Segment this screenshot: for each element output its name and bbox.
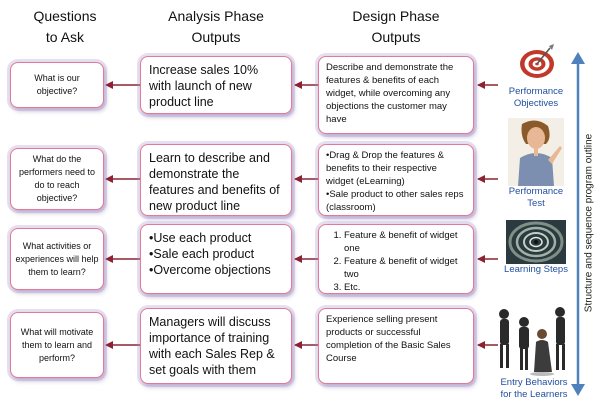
design-item-3-3: Etc. [344,281,466,294]
label-test-line2: Test [527,198,545,209]
header-questions-line1: Questions [33,8,97,24]
design-box-1: Describe and demonstrate the features & … [318,56,474,134]
design-box-3: Feature & benefit of widget one Feature … [318,224,474,294]
design-item-2-1: •Drag & Drop the features & benefits to … [326,150,444,187]
people-group-photo [499,307,565,376]
question-box-1: What is our objective? [10,62,104,108]
analysis-item-3-2: •Sale each product [149,247,255,261]
analysis-item-3-1: •Use each product [149,231,252,245]
design-item-3-2: Feature & benefit of widget two [344,255,466,281]
design-item-3-1: Feature & benefit of widget one [344,229,466,255]
question-box-3: What activities or experiences will help… [10,228,104,290]
analysis-list-3: •Use each product •Sale each product •Ov… [149,230,283,278]
question-box-4: What will motivate them to learn and per… [10,312,104,378]
woman-pointing-photo [508,118,564,186]
analysis-item-3-3: •Overcome objections [149,263,271,277]
label-performance-objectives: Performance Objectives [494,86,578,110]
label-performance-test: Performance Test [494,186,578,210]
outline-vertical-arrow [571,52,585,396]
vertical-outline-text: Structure and sequence program outline [583,133,595,313]
label-objectives-line1: Performance [508,86,564,97]
analysis-text-2: Learn to describe and demonstrate the fe… [149,151,280,213]
label-test-line1: Performance [508,186,564,197]
target-icon [520,44,554,78]
design-box-4: Experience selling present products or s… [318,308,474,384]
question-box-2: What do the performers need to do to rea… [10,148,104,210]
label-steps-line1: Learning Steps [504,264,568,275]
header-questions: Questions to Ask [10,6,120,48]
design-box-2: •Drag & Drop the features & benefits to … [318,144,474,216]
design-list-3: Feature & benefit of widget one Feature … [326,229,466,294]
question-text-3: What activities or experiences will help… [15,240,99,277]
header-design-line2: Outputs [371,29,421,45]
vertical-outline-label: Structure and sequence program outline [578,58,600,388]
question-text-1: What is our objective? [34,73,80,96]
label-entry-line1: Entry Behaviors [500,377,568,388]
analysis-box-1: Increase sales 10% with launch of new pr… [140,56,292,114]
header-analysis: Analysis Phase Outputs [140,6,292,48]
label-entry-line2: for the Learners [500,389,568,400]
design-text-4: Experience selling present products or s… [326,314,451,364]
design-item-2-2: •Sale product to other sales reps (class… [326,189,464,213]
analysis-box-4: Managers will discuss importance of trai… [140,308,292,384]
analysis-box-3: •Use each product •Sale each product •Ov… [140,224,292,294]
header-questions-line2: to Ask [45,29,85,45]
analysis-text-1: Increase sales 10% with launch of new pr… [149,63,259,109]
question-text-4: What will motivate them to learn and per… [20,326,94,363]
spiral-staircase-photo [506,220,566,264]
label-objectives-line2: Objectives [513,98,559,109]
label-entry-behaviors: Entry Behaviors for the Learners [488,377,580,401]
header-analysis-line1: Analysis Phase [168,8,264,24]
design-text-1: Describe and demonstrate the features & … [326,62,454,125]
header-design: Design Phase Outputs [318,6,474,48]
question-text-2: What do the performers need to do to rea… [18,154,96,203]
header-design-line1: Design Phase [352,8,440,24]
analysis-text-4: Managers will discuss importance of trai… [149,315,275,377]
analysis-box-2: Learn to describe and demonstrate the fe… [140,144,292,216]
header-analysis-line2: Outputs [191,29,241,45]
label-learning-steps: Learning Steps [494,264,578,276]
design-list-2: •Drag & Drop the features & benefits to … [326,149,466,214]
